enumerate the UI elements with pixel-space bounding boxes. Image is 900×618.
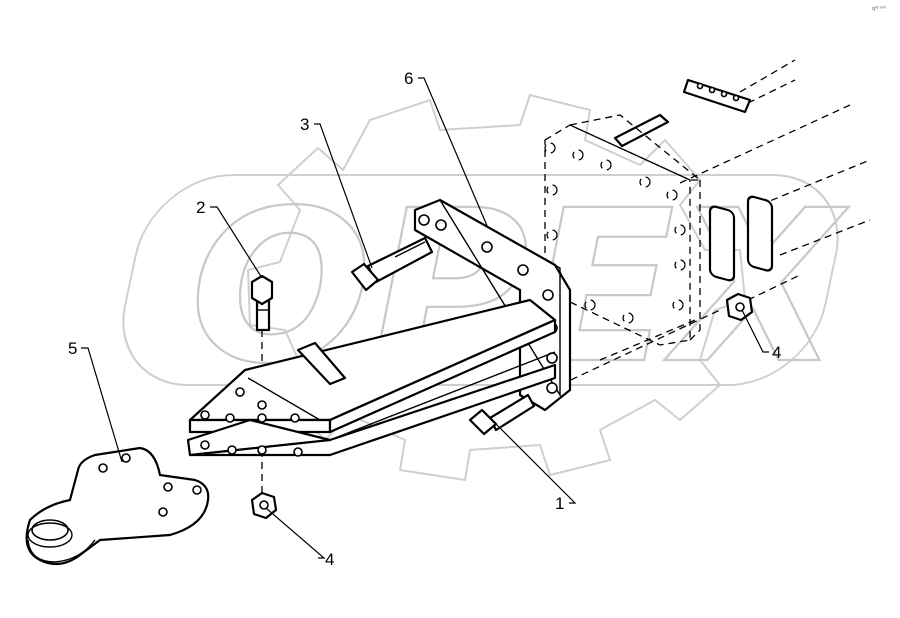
side-brackets bbox=[708, 195, 774, 282]
callout-2: 2 bbox=[196, 198, 205, 217]
callout-3: 3 bbox=[300, 115, 309, 134]
drawbar-eye-5 bbox=[25, 446, 210, 566]
callout-1: 1 bbox=[555, 494, 564, 513]
corner-code: q⁰⁰ ⁰⁰⁰ bbox=[872, 6, 886, 12]
mounting-strip bbox=[613, 78, 752, 148]
bolt-3 bbox=[350, 236, 434, 292]
bolt-1 bbox=[468, 393, 536, 436]
callout-6: 6 bbox=[404, 69, 413, 88]
bolt-2 bbox=[250, 274, 274, 332]
callout-4-lower: 4 bbox=[325, 550, 334, 569]
axle-flange bbox=[544, 114, 702, 346]
callouts: 1 2 3 4 4 5 6 bbox=[68, 69, 781, 569]
bracket-6 bbox=[186, 198, 572, 457]
leader-lines bbox=[81, 77, 769, 559]
centerlines bbox=[261, 59, 871, 495]
callout-5: 5 bbox=[68, 339, 77, 358]
nut-4-right bbox=[725, 292, 754, 322]
callout-4-right: 4 bbox=[772, 343, 781, 362]
